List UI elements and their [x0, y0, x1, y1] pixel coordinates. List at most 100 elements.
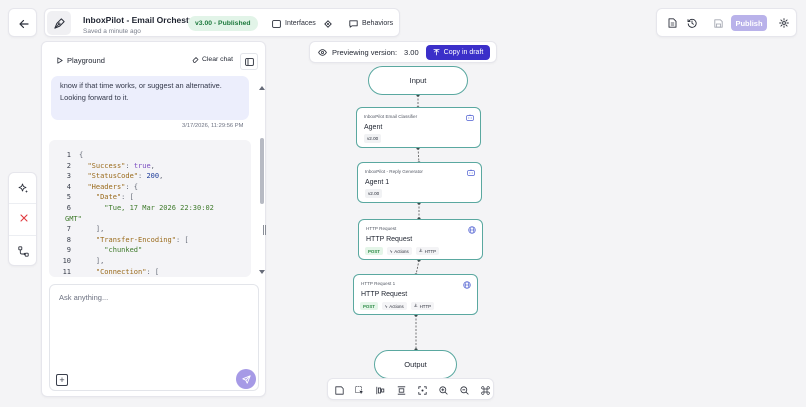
- history-icon: [687, 18, 697, 28]
- publish-button[interactable]: Publish: [731, 15, 767, 31]
- flow-node-output[interactable]: Output: [374, 350, 457, 379]
- line-number: 6: [66, 203, 71, 212]
- actions-chip-label: Actions: [394, 248, 409, 254]
- code-line: 7 ],: [49, 224, 251, 235]
- scrollbar-thumb[interactable]: [260, 138, 264, 204]
- code-content: "StatusCode": 200,: [79, 171, 163, 182]
- clear-chat-button[interactable]: Clear chat: [192, 56, 233, 63]
- link-icon: ⚓: [418, 248, 423, 253]
- code-token: "Headers": [87, 182, 126, 191]
- canvas-toolbar: [327, 378, 494, 400]
- monitor-icon: [272, 19, 281, 28]
- code-content: ],: [79, 256, 104, 267]
- node-subtitle: InboxPilot - Reply Generator: [365, 169, 423, 174]
- chat-input-box: +: [49, 284, 259, 391]
- code-line: 4 "Headers": {: [49, 182, 251, 193]
- playground-title[interactable]: Playground: [57, 56, 105, 65]
- document-button[interactable]: [665, 16, 679, 30]
- line-number: 5: [66, 193, 71, 202]
- upload-icon: [433, 49, 440, 56]
- code-token: :: [138, 172, 147, 181]
- version-status-badge[interactable]: v3.00 - Published: [188, 16, 258, 31]
- code-token: "Transfer-Encoding": [95, 235, 176, 244]
- send-icon: [241, 374, 251, 384]
- select-tool-button[interactable]: [352, 383, 366, 397]
- flow-branch-button[interactable]: [9, 242, 38, 260]
- bolt-icon: ϟ: [389, 248, 393, 254]
- code-content: "Transfer-Encoding": [: [79, 235, 189, 246]
- code-line: 5 "Date": [: [49, 192, 251, 203]
- back-button[interactable]: [9, 9, 38, 38]
- copy-in-draft-button[interactable]: Copy in draft: [426, 45, 490, 60]
- code-line: 11 "Connection": [: [49, 267, 251, 277]
- sparkles-icon: [18, 183, 28, 193]
- distribute-button[interactable]: [394, 383, 408, 397]
- flow-node-agent[interactable]: InboxPilot Email Classifier Agent v2.00: [356, 107, 481, 148]
- zoom-out-icon: [459, 385, 469, 395]
- protocol-chip: ⚓HTTP: [410, 302, 435, 310]
- code-line: 9 "chunked": [49, 245, 251, 256]
- robot-icon: [466, 114, 474, 121]
- flow-node-agent-1[interactable]: InboxPilot - Reply Generator Agent 1 v2.…: [357, 162, 482, 203]
- playground-panel: Playground Clear chat know if that time …: [41, 41, 266, 397]
- code-token: "StatusCode": [87, 172, 139, 181]
- panel-toggle-button[interactable]: [240, 53, 258, 70]
- save-icon: [713, 18, 723, 28]
- eye-icon: [318, 49, 327, 56]
- node-title: HTTP Request: [361, 291, 408, 298]
- preview-version-bar: Previewing version: 3.00 Copy in draft: [309, 41, 497, 63]
- chat-input[interactable]: [59, 293, 249, 363]
- preview-version-text: Previewing version: 3.00: [318, 48, 419, 57]
- line-number: 3: [66, 172, 71, 181]
- arrow-left-icon: [18, 19, 29, 28]
- gear-icon: [779, 18, 789, 28]
- panel-resize-handle[interactable]: [263, 225, 266, 235]
- save-button[interactable]: [711, 16, 725, 30]
- behaviors-button[interactable]: Behaviors: [349, 15, 393, 32]
- code-token: 200: [146, 172, 160, 181]
- workflow-name[interactable]: InboxPilot - Email Orchestr…: [83, 15, 201, 25]
- scroll-up-arrow[interactable]: [259, 86, 265, 90]
- code-content: GMT": [65, 214, 82, 225]
- scroll-down-arrow[interactable]: [259, 270, 265, 274]
- zoom-in-button[interactable]: [436, 383, 450, 397]
- shortcuts-button[interactable]: [478, 383, 492, 397]
- code-token: : [: [146, 267, 160, 276]
- fit-view-button[interactable]: [415, 383, 429, 397]
- play-icon: [57, 57, 63, 64]
- robot-icon: [467, 169, 475, 176]
- code-token: "Tue, 17 Mar 2026 22:30:02: [104, 203, 214, 212]
- playground-header: Playground Clear chat: [42, 42, 265, 80]
- message-line: Looking forward to it.: [60, 93, 129, 102]
- close-icon: [19, 214, 28, 222]
- node-version: v2.00: [365, 189, 383, 198]
- note-icon: [334, 385, 344, 395]
- globe-icon: [468, 226, 476, 234]
- header-actions: Publish: [656, 8, 797, 37]
- workflow-logo: [47, 11, 71, 35]
- protocol-chip-label: HTTP: [419, 303, 432, 309]
- close-playground-button[interactable]: [9, 209, 38, 227]
- code-token: true: [133, 161, 151, 170]
- ai-assist-button[interactable]: [9, 179, 38, 197]
- settings-small-icon: [323, 19, 332, 28]
- flow-node-input[interactable]: Input: [368, 66, 468, 95]
- settings-button[interactable]: [777, 16, 791, 30]
- line-number: 10: [62, 256, 71, 265]
- add-note-button[interactable]: [332, 383, 346, 397]
- interfaces-button[interactable]: Interfaces: [272, 15, 332, 32]
- zoom-out-button[interactable]: [457, 383, 471, 397]
- assistant-message: know if that time works, or suggest an a…: [51, 76, 249, 120]
- code-token: ,: [150, 161, 155, 170]
- history-button[interactable]: [685, 16, 699, 30]
- code-token: : [: [175, 235, 189, 244]
- code-token: {: [79, 151, 84, 159]
- code-line: 6 "Tue, 17 Mar 2026 22:30:02: [49, 203, 251, 214]
- send-button[interactable]: [236, 369, 256, 389]
- playground-title-label: Playground: [67, 56, 105, 65]
- code-token: : [: [121, 193, 134, 202]
- align-vertical-button[interactable]: [373, 383, 387, 397]
- attach-button[interactable]: +: [56, 374, 68, 386]
